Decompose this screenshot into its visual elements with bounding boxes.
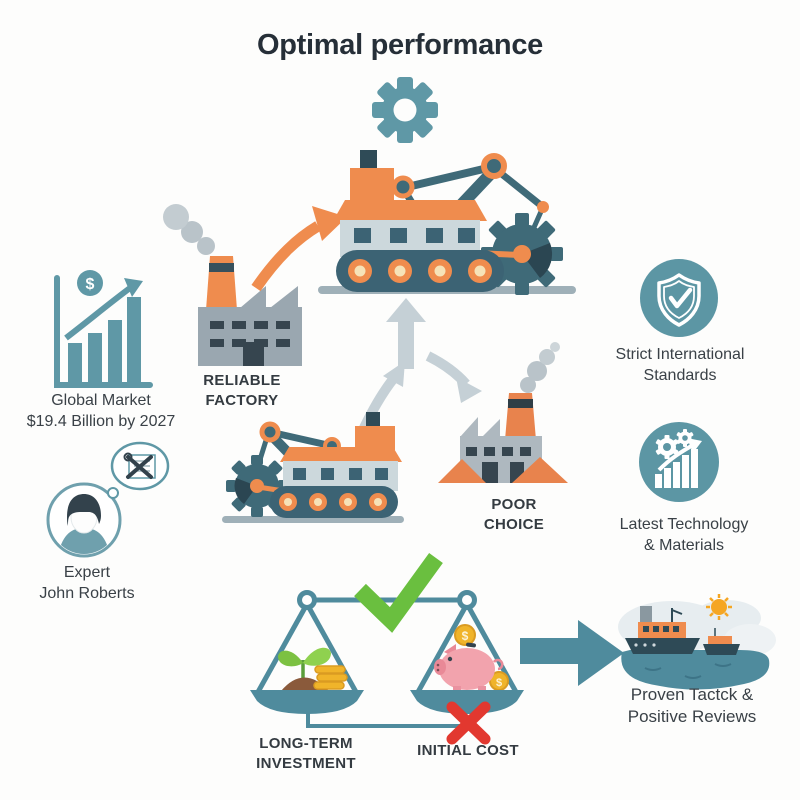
flow-arrows — [357, 298, 482, 435]
red-cross-icon — [446, 701, 491, 745]
reviews-label: Proven Tactck & Positive Reviews — [608, 684, 776, 729]
svg-text:$: $ — [462, 629, 469, 643]
orange-curved-arrow — [251, 206, 347, 292]
balance-scale-icon: $ $ — [250, 590, 524, 728]
sun-icon — [706, 594, 732, 620]
technology-line1: Latest Technology — [619, 516, 749, 533]
expert-label: Expert John Roberts — [17, 562, 157, 604]
piggy-bank-icon: $ $ — [434, 624, 509, 693]
initialcost-line: INITIAL COST — [417, 742, 519, 759]
reliable-line1: RELIABLE — [203, 372, 281, 389]
person-avatar-thought-tools-icon — [46, 441, 170, 558]
longterm-line1: LONG-TERM — [259, 735, 353, 752]
poor-line2: CHOICE — [483, 515, 545, 533]
standards-line2: Standards — [643, 367, 717, 385]
poor-line1: POOR — [491, 496, 537, 513]
long-term-investment-label: LONG-TERM INVESTMENT — [233, 734, 379, 774]
bar-chart-growth-dollar-icon: $ — [54, 270, 153, 388]
technology-line2: & Materials — [643, 537, 725, 555]
page-title: Optimal performance — [257, 29, 543, 61]
green-check-icon — [354, 553, 443, 633]
gear-icon — [372, 77, 438, 143]
reviews-line2: Positive Reviews — [627, 707, 757, 727]
longterm-line2: INVESTMENT — [256, 754, 356, 772]
small-excavator-illustration — [222, 412, 404, 523]
reliable-factory-illustration — [163, 204, 302, 366]
excavator-machine-illustration — [318, 150, 576, 295]
plant-and-coins-icon — [278, 647, 348, 691]
svg-text:$: $ — [496, 677, 502, 689]
cargo-ships-scene-icon — [618, 594, 776, 690]
gears-growth-chart-icon — [639, 422, 719, 502]
expert-line2: John Roberts — [39, 585, 135, 603]
dollar-sign-glyph: $ — [86, 276, 95, 293]
market-line2: $19.4 Billion by 2027 — [26, 413, 176, 431]
expert-line1: Expert — [63, 564, 111, 581]
shield-check-icon — [640, 259, 718, 337]
reviews-line1: Proven Tactck & — [630, 685, 754, 704]
market-stat-label: Global Market $19.4 Billion by 2027 — [15, 390, 187, 432]
standards-label: Strict International Standards — [600, 344, 760, 386]
technology-label: Latest Technology & Materials — [604, 514, 764, 556]
standards-line1: Strict International — [615, 346, 745, 363]
poor-choice-label: POOR CHOICE — [454, 495, 574, 535]
reliable-factory-label: RELIABLE FACTORY — [179, 371, 305, 411]
initial-cost-label: INITIAL COST — [393, 741, 543, 761]
poor-choice-factory-illustration — [438, 342, 568, 483]
market-line1: Global Market — [51, 392, 151, 409]
reliable-line2: FACTORY — [205, 391, 279, 409]
teal-arrow-right-icon — [520, 620, 624, 686]
